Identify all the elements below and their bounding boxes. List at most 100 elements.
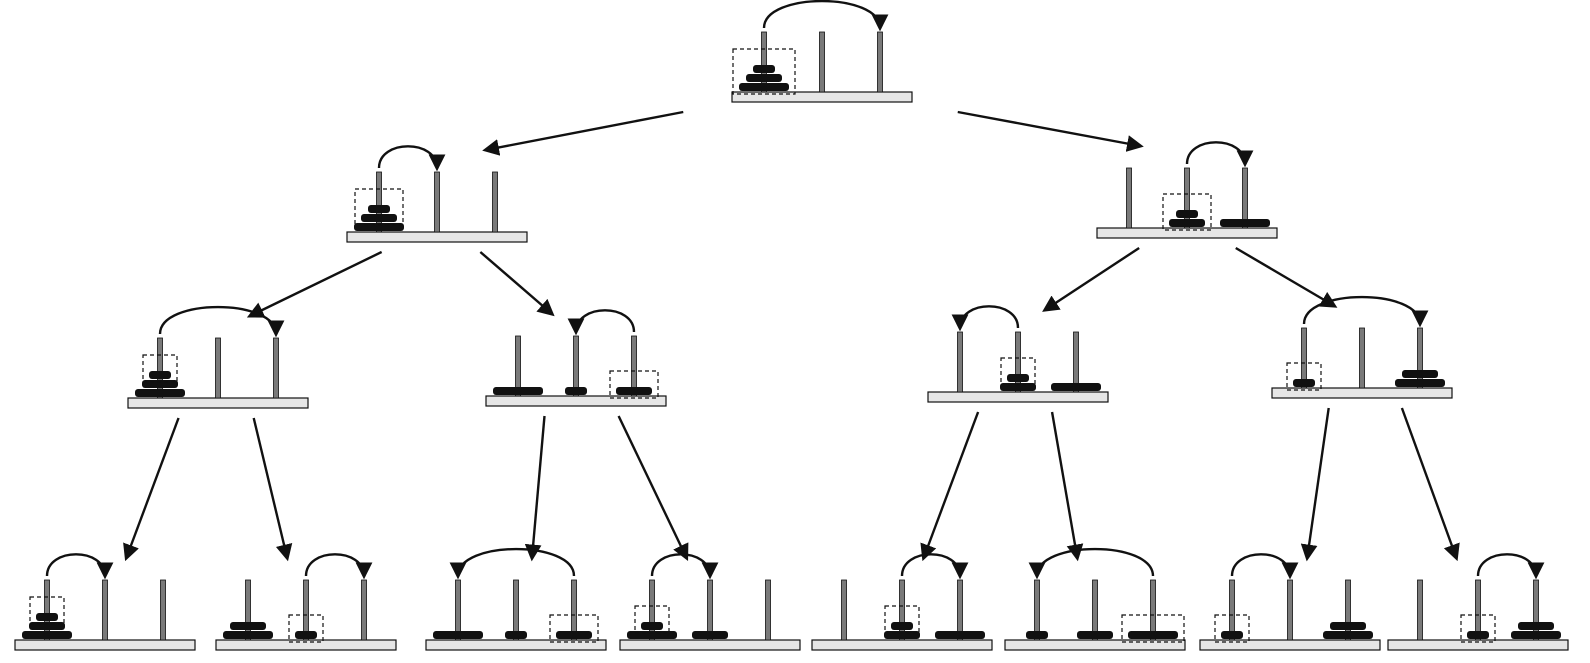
edge-arrow-n0-n1 [482,110,684,156]
peg-1 [1126,167,1132,229]
move-arrow [1302,295,1429,328]
edge-arrow-n5-n11 [920,411,980,562]
peg-1 [957,331,963,393]
state-node-n3 [127,305,309,409]
disk-d2 [746,74,782,82]
disk-d1 [641,622,663,630]
edge-arrow-n5-n12 [1050,411,1084,562]
selection-box [609,370,659,399]
disk-d1 [295,631,317,639]
selection-box [1214,614,1250,643]
disk-d2 [1169,219,1205,227]
disk-d1 [565,387,587,395]
peg-2 [215,337,221,399]
peg-3 [1345,579,1351,641]
selection-box [354,188,404,226]
peg-3 [160,579,166,641]
edge-arrow-n0-n2 [957,110,1144,152]
state-node-n10 [619,553,801,651]
selection-box [1286,362,1322,391]
state-node-n13 [1199,553,1381,651]
disk-d2 [361,214,397,222]
peg-3 [877,31,883,93]
peg-3 [492,171,498,233]
peg-3 [571,579,577,641]
peg-1 [1034,579,1040,641]
peg-1 [157,337,163,399]
state-node-n11 [811,553,993,651]
disk-d1 [1026,631,1048,639]
selection-box [142,354,178,383]
state-node-n8 [215,553,397,651]
disk-d1 [505,631,527,639]
move-arrow [762,0,889,32]
disk-d3 [1128,631,1178,639]
state-node-n0 [731,0,913,103]
state-node-n5 [927,305,1109,403]
selection-box [1162,193,1212,231]
peg-base [619,639,801,651]
state-node-n12 [1004,547,1186,651]
peg-1 [44,579,50,641]
selection-box [1121,614,1185,643]
disk-d3 [1220,219,1270,227]
peg-base [927,391,1109,403]
disk-d3 [1323,631,1373,639]
move-arrow [951,305,1020,332]
peg-2 [1475,579,1481,641]
peg-2 [434,171,440,233]
edge-arrow-n1-n4 [479,251,555,317]
disk-d3 [135,389,185,397]
peg-3 [631,335,637,397]
move-arrow [1185,141,1254,168]
peg-2 [1092,579,1098,641]
disk-d2 [1402,370,1438,378]
state-node-n14 [1387,553,1569,651]
peg-2 [513,579,519,641]
edge-arrow-n2-n6 [1235,246,1338,308]
move-arrow [650,553,719,580]
peg-2 [899,579,905,641]
edge-arrow-n4-n9 [524,415,546,562]
edge-arrow-n3-n8 [252,417,293,562]
move-arrow [45,553,114,580]
peg-2 [1287,579,1293,641]
disk-d1 [149,371,171,379]
disk-d1 [1293,379,1315,387]
peg-1 [1301,327,1307,389]
disk-d1 [1007,374,1029,382]
peg-3 [361,579,367,641]
peg-1 [761,31,767,93]
disk-d2 [29,622,65,630]
disk-d2 [1000,383,1036,391]
peg-2 [1015,331,1021,393]
peg-1 [649,579,655,641]
disk-d3 [1395,379,1445,387]
peg-3 [1150,579,1156,641]
edge-arrow-n6-n13 [1300,407,1330,562]
edges-layer [123,110,1460,562]
move-arrow [449,547,576,580]
state-node-n9 [425,547,607,651]
disk-d1 [1467,631,1489,639]
disk-d2 [230,622,266,630]
disk-d2 [884,631,920,639]
state-node-n1 [346,145,528,243]
peg-3 [1417,327,1423,389]
peg-2 [819,31,825,93]
edge-arrow-n1-n3 [246,250,383,318]
disk-d3 [1051,383,1101,391]
edge-arrow-n6-n14 [1400,407,1460,562]
state-node-n6 [1271,295,1453,399]
disk-d3 [493,387,543,395]
peg-1 [455,579,461,641]
disk-d1 [891,622,913,630]
state-node-n7 [14,553,196,651]
peg-1 [515,335,521,397]
peg-1 [245,579,251,641]
disk-d3 [739,83,789,91]
selection-box [732,48,796,95]
peg-1 [841,579,847,641]
